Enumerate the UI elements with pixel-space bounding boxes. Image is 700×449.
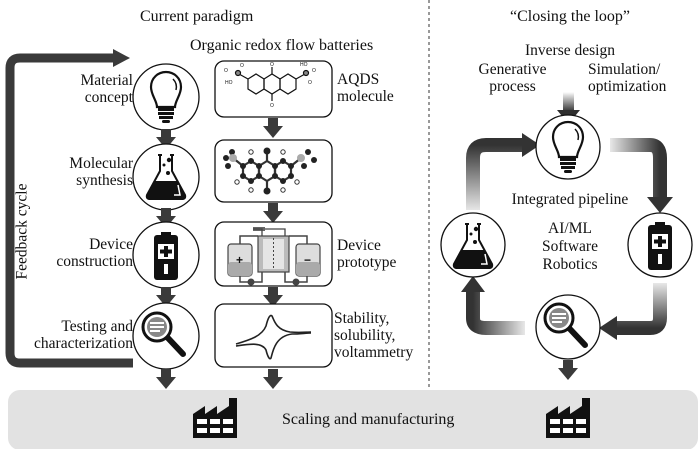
example-label-voltammetry: Stability, solubility, voltammetry (334, 310, 413, 361)
battery-icon (154, 232, 178, 280)
svg-text:O: O (270, 103, 274, 109)
step-label-line: synthesis (76, 172, 133, 189)
step-label-line: Molecular (69, 155, 133, 172)
svg-text:O: O (308, 80, 312, 86)
step-label-line: construction (56, 253, 133, 270)
simulation-optimization-label: Simulation/ optimization (588, 61, 666, 95)
step-label-testing: Testing and characterization (34, 318, 133, 352)
feedback-arrowhead-icon (113, 49, 130, 67)
example-label-line: Device (337, 237, 381, 254)
inverse-design-arrow (563, 92, 574, 112)
right-panel-title: “Closing the loop” (510, 8, 630, 25)
down-arrow-icon (156, 369, 176, 389)
svg-text:O: O (224, 68, 228, 74)
example-label-prototype: Device prototype (337, 237, 396, 271)
step-label-line: Device (89, 236, 133, 253)
label-line: Simulation/ (588, 61, 661, 78)
example-label-aqds: AQDS molecule (337, 71, 394, 105)
example-label-line: AQDS (337, 71, 380, 88)
svg-text:HO: HO (300, 62, 308, 68)
label-line: Generative (478, 61, 547, 78)
scaling-label: Scaling and manufacturing (282, 411, 455, 428)
step-circle-synthesis (132, 143, 200, 211)
ball-and-stick-molecule-icon (223, 147, 317, 195)
down-arrow-icon (263, 118, 283, 138)
closed-loop-arrows (461, 133, 673, 340)
svg-text:O: O (312, 68, 316, 74)
example-label-line: voltammetry (334, 344, 414, 361)
pipeline-item: Software (542, 238, 598, 255)
label-line: optimization (588, 78, 667, 95)
pipeline-item: Robotics (542, 256, 598, 273)
svg-text:O: O (270, 62, 274, 68)
svg-text:+: + (236, 253, 243, 267)
generative-process-label: Generative process (470, 61, 555, 95)
cyclic-voltammogram-icon (235, 314, 312, 360)
step-label-line: Material (80, 72, 133, 89)
pipeline-items: AI/ML Software Robotics (525, 220, 615, 274)
voltammetry-box (214, 303, 333, 368)
loop-circle-concept (535, 114, 601, 180)
inverse-design-label: Inverse design (525, 42, 615, 59)
pipeline-title: Integrated pipeline (511, 191, 629, 208)
label-line: process (489, 78, 536, 95)
svg-text:O: O (240, 63, 244, 69)
example-label-line: Stability, (334, 310, 390, 327)
step-label-concept: Material concept (80, 72, 133, 106)
step-label-line: Testing and (61, 318, 133, 335)
feedback-cycle-label: Feedback cycle (13, 183, 31, 280)
battery-icon (648, 222, 672, 270)
aqds-structure-icon (234, 67, 310, 101)
feedback-cycle-arrow (5, 53, 133, 368)
step-label-line: concept (84, 89, 133, 106)
left-panel-title: Current paradigm (140, 8, 254, 25)
down-arrow-icon (263, 369, 283, 389)
down-arrow-icon (263, 203, 283, 223)
pipeline-item: AI/ML (548, 220, 592, 237)
svg-text:HO: HO (225, 80, 233, 86)
step-label-construction: Device construction (56, 236, 133, 270)
step-label-synthesis: Molecular synthesis (69, 155, 133, 189)
example-label-line: prototype (337, 254, 397, 271)
example-label-line: solubility, (334, 327, 396, 344)
left-panel-subtitle: Organic redox flow batteries (190, 37, 374, 54)
flow-battery-icon: + − (227, 227, 321, 286)
down-arrow-icon (558, 360, 578, 380)
example-label-line: molecule (337, 88, 394, 105)
step-label-line: characterization (34, 335, 133, 352)
scaling-band (8, 390, 698, 449)
svg-text:−: − (304, 253, 311, 267)
